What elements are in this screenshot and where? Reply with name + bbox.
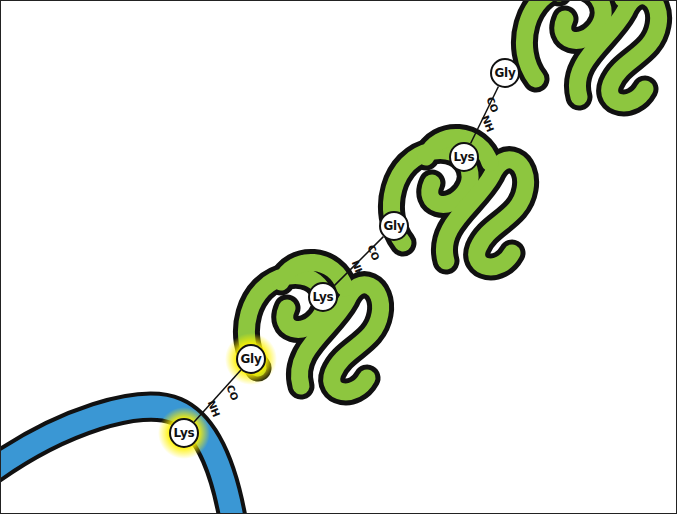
lysine-residue: Lys — [169, 418, 199, 448]
residue-name: Gly — [384, 219, 405, 233]
residue-name: Lys — [313, 290, 334, 304]
glycine-residue: Gly — [490, 58, 520, 88]
ubiquitin — [524, 1, 658, 103]
residue-name: Lys — [454, 150, 475, 164]
bond-group-label: NH — [479, 114, 495, 133]
substrate-protein — [1, 407, 233, 514]
lysine-residue: Lys — [449, 142, 479, 172]
bond-group-label: NH — [205, 399, 221, 418]
highlight-glow — [225, 333, 277, 385]
isopeptide-bond — [334, 237, 384, 287]
highlight-glow — [158, 407, 210, 459]
lysine-residue: Lys — [308, 282, 338, 312]
residue-name: Lys — [174, 426, 195, 440]
residue-name: Gly — [495, 66, 516, 80]
bond-group-label: CO — [365, 244, 380, 262]
isopeptide-bond — [471, 86, 499, 143]
glycine-residue: Gly — [379, 211, 409, 241]
glycine-residue: Gly — [236, 344, 266, 374]
bond-group-label: CO — [224, 384, 239, 402]
isopeptide-bond — [194, 370, 241, 422]
ubiquitin — [391, 137, 525, 266]
residue-name: Gly — [241, 352, 262, 366]
bond-group-label: CO — [484, 96, 499, 114]
